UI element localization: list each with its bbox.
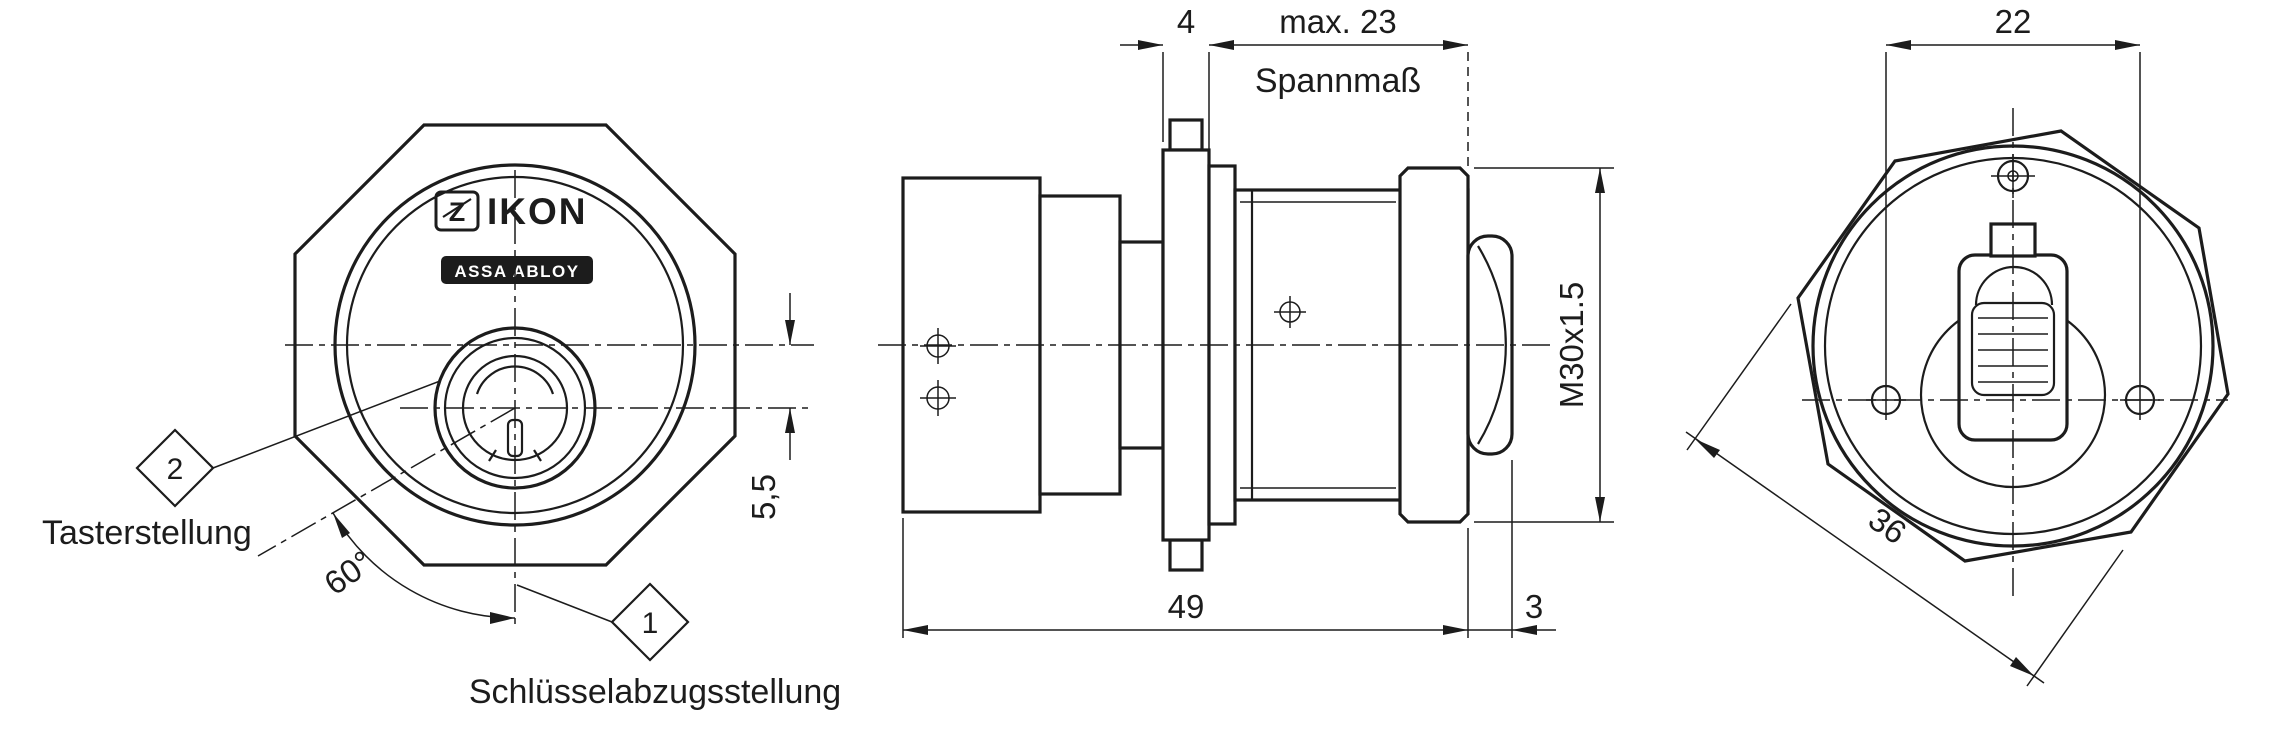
ikon-logo-text: IKON [487, 191, 588, 232]
dim-4: 4 [1120, 3, 1195, 142]
balloon-2-label: 2 [167, 453, 184, 486]
angle-arc [332, 512, 516, 619]
angle-60-centerline [257, 407, 516, 557]
taster-label: Tasterstellung [42, 514, 252, 552]
latch-dome [1974, 265, 2054, 306]
key-position-label: Schlüsselabzugsstellung [469, 673, 841, 711]
dim-max-23-label: max. 23 [1279, 3, 1396, 40]
angle-arc-arrow-left [333, 513, 350, 538]
front-cap-arc [1477, 245, 1507, 445]
dim-m30: M30x1.5 [1474, 167, 1614, 523]
dim-5-5: 5,5 [745, 293, 795, 520]
dim-22-label: 22 [1995, 3, 2032, 40]
dim-5-5-label: 5,5 [745, 474, 782, 520]
angle-label: 60° [317, 543, 379, 602]
dim-max-23: max. 23 Spannmaß [1208, 3, 1469, 172]
ikon-logo-box [434, 190, 480, 232]
side-view: 4 max. 23 Spannmaß M30x1.5 49 [878, 3, 1614, 638]
dim-4-label: 4 [1177, 3, 1195, 40]
dim-3-label: 3 [1525, 588, 1543, 625]
front-view: Z IKON ASSA ABLOY 60° 5,5 [42, 123, 841, 711]
escutcheon-tab-top [1168, 118, 1204, 152]
assa-abloy-text: ASSA ABLOY [454, 262, 579, 281]
screw-marks [920, 296, 1306, 416]
rear-view: 22 36 [1685, 3, 2230, 687]
dim-m30-label: M30x1.5 [1553, 282, 1590, 409]
dim-49-label: 49 [1168, 588, 1205, 625]
dim-3: 3 [1468, 460, 1556, 638]
angle-arc-arrow-right [490, 612, 515, 624]
ikon-logo-slash [442, 198, 472, 218]
balloon-1 [610, 582, 690, 662]
leader-balloon-1 [516, 584, 613, 623]
keyway-notches [488, 449, 542, 462]
balloon-2 [135, 428, 215, 508]
dim-49: 49 [902, 518, 1469, 638]
escutcheon-tab-bottom [1168, 538, 1204, 572]
assa-abloy-bar [441, 256, 593, 284]
dim-22: 22 [1885, 3, 2141, 380]
spannmass-label: Spannmaß [1255, 62, 1421, 100]
leader-balloon-2 [212, 380, 441, 469]
balloon-1-label: 1 [642, 607, 659, 640]
